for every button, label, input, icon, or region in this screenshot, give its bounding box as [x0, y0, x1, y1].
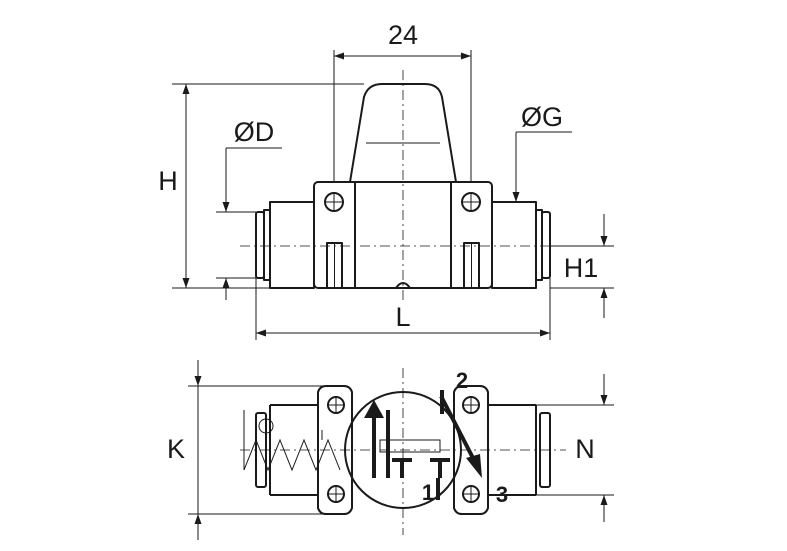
front-dimensions: 24 H ØD ØG H1 L	[158, 20, 614, 340]
top-view: 2 1 3	[240, 368, 566, 535]
port-1-label: 1	[422, 480, 434, 505]
dim-24-label: 24	[388, 20, 418, 50]
valve-circle	[344, 391, 462, 509]
handle	[349, 83, 457, 183]
front-view	[240, 70, 566, 300]
left-tube	[269, 201, 315, 289]
dim-L-label: L	[395, 302, 410, 332]
dim-K-label: K	[167, 434, 185, 464]
top-dimensions: K N	[167, 360, 614, 540]
dim-H-label: H	[158, 166, 178, 196]
dim-OD-label: ØD	[234, 117, 275, 147]
dim-H1-label: H1	[564, 253, 599, 283]
left-mount-block	[317, 385, 353, 515]
dim-N-label: N	[575, 434, 595, 464]
port-2-label: 2	[456, 368, 468, 393]
dim-OG-label: ØG	[521, 102, 563, 132]
right-mount-block	[453, 385, 489, 515]
port-3-label: 3	[496, 482, 508, 507]
right-tube	[491, 201, 537, 289]
